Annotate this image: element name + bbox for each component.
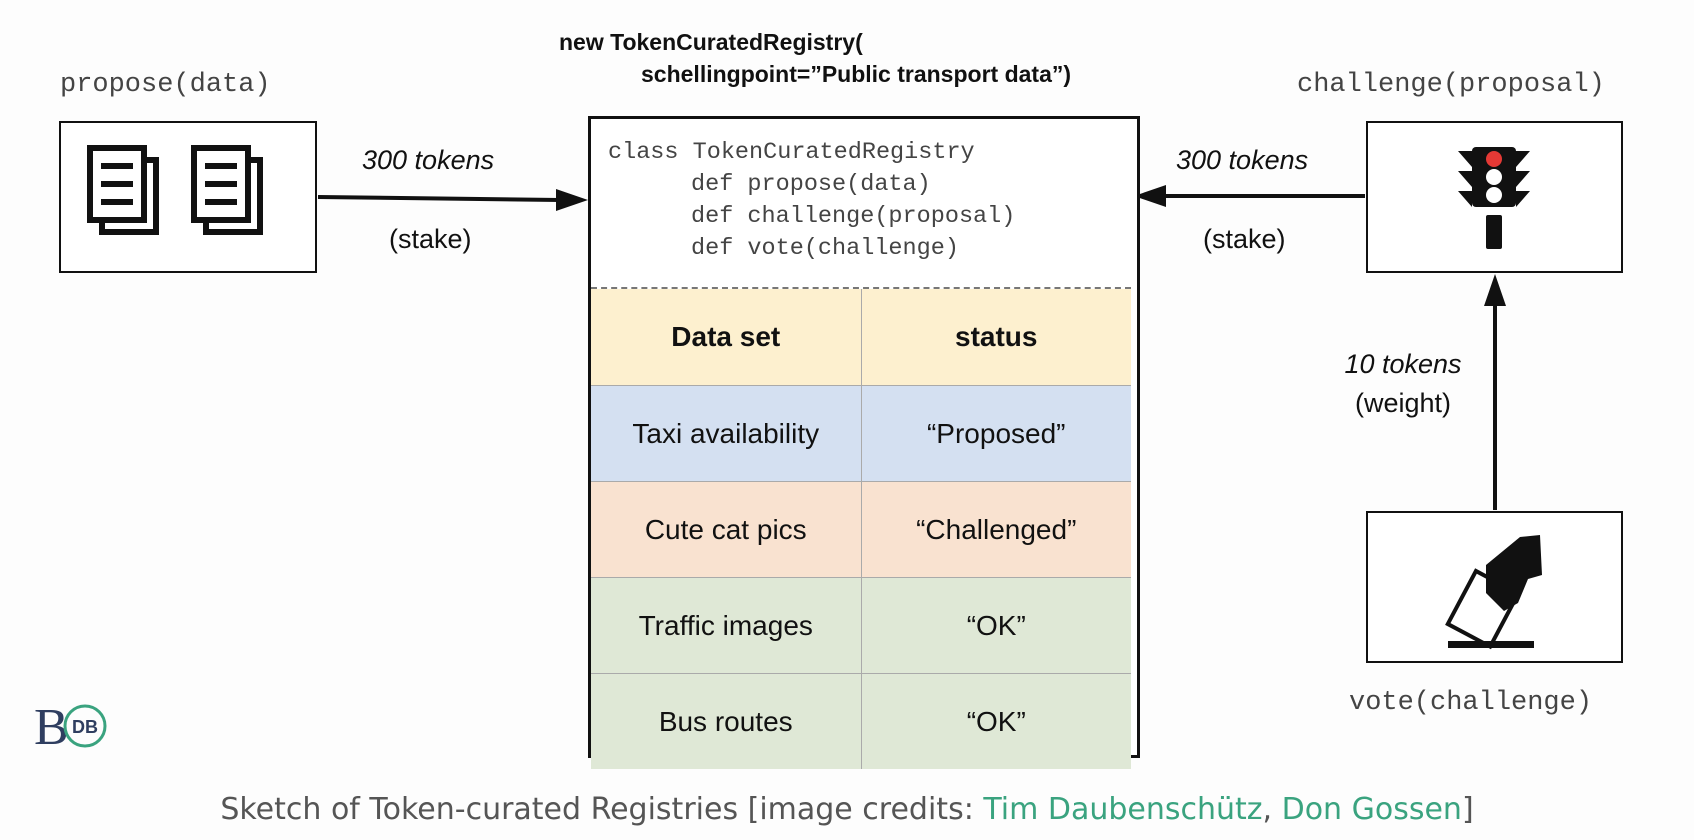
row-status: “Challenged” <box>860 482 1132 577</box>
propose-box <box>59 121 317 273</box>
header-status: status <box>860 289 1132 385</box>
table-row: Traffic images “OK” <box>591 577 1131 673</box>
row-dataset: Traffic images <box>638 609 813 641</box>
credit-don-link[interactable]: Don Gossen <box>1281 792 1462 827</box>
propose-stake-amount: 300 tokens <box>362 145 495 175</box>
logo-letter: B <box>34 699 69 750</box>
code-propose-line: def propose(data) <box>691 171 931 198</box>
caption: Sketch of Token-curated Registries [imag… <box>0 792 1694 827</box>
row-status: “OK” <box>860 578 1132 673</box>
challenge-stake-note: (stake) <box>1203 224 1286 254</box>
caption-prefix: Sketch of Token-curated Registries [imag… <box>220 792 984 827</box>
code-separator <box>591 287 1131 289</box>
table-header-row: Data set status <box>591 289 1131 385</box>
code-challenge-line: def challenge(proposal) <box>691 203 1016 230</box>
vote-arrow-head <box>1484 274 1506 306</box>
code-vote-line: def vote(challenge) <box>691 235 959 262</box>
challenge-arrow-head <box>1134 185 1166 207</box>
traffic-light-icon <box>1458 147 1530 249</box>
row-status: “OK” <box>860 674 1132 769</box>
vote-box <box>1366 511 1623 663</box>
vote-amount: 10 tokens <box>1344 349 1462 379</box>
row-dataset: Bus routes <box>658 705 793 737</box>
bdb-logo-mark: B DB <box>34 699 107 756</box>
header-dataset: Data set <box>671 321 781 352</box>
table-row: Cute cat pics “Challenged” <box>591 481 1131 577</box>
row-dataset: Cute cat pics <box>644 513 807 545</box>
propose-stake-note: (stake) <box>389 224 472 254</box>
vote-function-label: vote(challenge) <box>1349 688 1593 718</box>
vote-note: (weight) <box>1354 388 1452 418</box>
caption-suffix: ] <box>1461 792 1474 827</box>
table-row: Taxi availability “Proposed” <box>591 385 1131 481</box>
constructor-line-2: schellingpoint=”Public transport data”) <box>641 61 1072 87</box>
propose-function-label: propose(data) <box>60 70 271 100</box>
credit-tim-link[interactable]: Tim Daubenschütz <box>983 792 1263 827</box>
caption-separator: , <box>1262 792 1282 827</box>
row-status: “Proposed” <box>860 386 1132 481</box>
row-dataset: Taxi availability <box>632 417 820 449</box>
code-class-line: class TokenCuratedRegistry <box>608 139 975 166</box>
documents-icon <box>87 145 263 235</box>
constructor-line-1: new TokenCuratedRegistry( <box>559 29 863 55</box>
registry-table: Data set status Taxi availability “Propo… <box>591 289 1131 769</box>
bdb-logo: B DB <box>34 698 114 756</box>
challenge-function-label: challenge(proposal) <box>1297 70 1605 100</box>
challenge-box <box>1366 121 1623 273</box>
ballot-box-icon <box>1445 535 1542 650</box>
challenge-stake-amount: 300 tokens <box>1176 145 1309 175</box>
registry-box: class TokenCuratedRegistry def propose(d… <box>588 116 1140 769</box>
table-row: Bus routes “OK” <box>591 673 1131 769</box>
propose-arrow-head <box>556 189 588 211</box>
logo-badge: DB <box>72 717 98 737</box>
